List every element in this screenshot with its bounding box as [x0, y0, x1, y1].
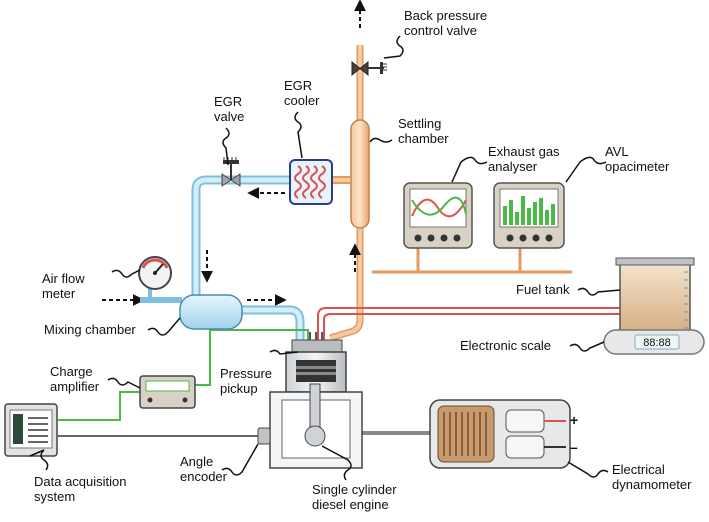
charge-amplifier: [139, 375, 196, 409]
data-acquisition-monitor: [4, 403, 58, 457]
electrical-dynamometer: + –: [429, 399, 578, 469]
label-mixing-chamber: Mixing chamber: [44, 322, 136, 337]
mixing-chamber: [179, 294, 243, 330]
signal-lines: [58, 329, 309, 421]
label-electronic-scale: Electronic scale: [460, 338, 551, 353]
scale-display-text: 88:88: [643, 337, 671, 349]
fuel-lines: [317, 307, 640, 340]
dyno-plus-terminal: +: [570, 412, 578, 428]
shafts: [58, 431, 432, 437]
electronic-scale: 88:88: [603, 329, 705, 355]
single-cylinder-engine: [257, 332, 363, 469]
avl-opacimeter: [493, 182, 565, 249]
leader-lines: [29, 35, 621, 481]
exhaust-pipes: [328, 45, 572, 342]
exhaust-gas-analyser: [403, 182, 473, 249]
dyno-minus-terminal: –: [570, 439, 578, 455]
egr-cooler-icon: [289, 159, 333, 205]
label-fuel-tank: Fuel tank: [516, 282, 570, 297]
egr-valve-icon: [221, 157, 241, 187]
intake-pipes: [140, 175, 350, 345]
settling-chamber: [350, 119, 370, 229]
flow-arrows: [102, 0, 366, 306]
air-flow-meter-gauge-icon: [138, 256, 172, 290]
back-pressure-valve-icon: [351, 60, 387, 77]
